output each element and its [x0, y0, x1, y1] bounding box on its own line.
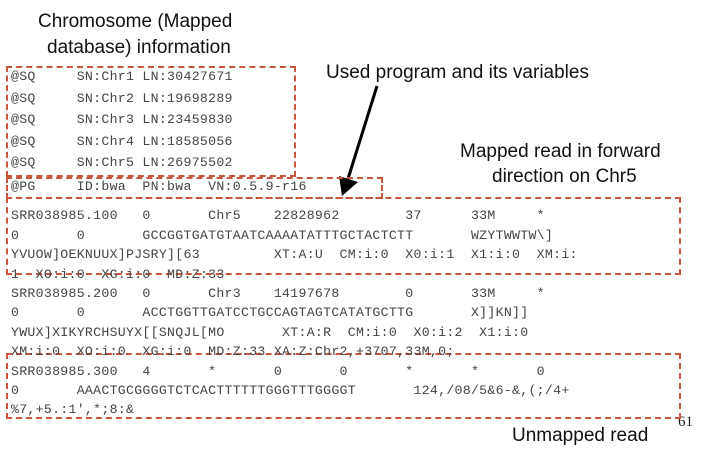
read-line: SRR038985.100 0 Chr5 22828962 37 33M * — [11, 208, 545, 224]
annotation-used-program: Used program and its variables — [326, 62, 589, 83]
mapped-read-box — [6, 197, 681, 275]
pg-line: @PG ID:bwa PN:bwa VN:0.5.9-r16 — [11, 179, 307, 194]
read-line: 0 0 GCCGGTGATGTAATCAAAATATTTGCTACTCTT WZ… — [11, 227, 554, 243]
read-line: XM:i:0 XO:i:0 XG:i:0 MD:Z:33 XA:Z:Chr2,+… — [11, 344, 455, 360]
sq-line: @SQ SN:Chr3 LN:23459830 — [11, 112, 233, 128]
read-line: 0 AAACTGCGGGGTCTCACTTTTTTGGGTTTGGGGT 124… — [11, 383, 570, 398]
read-line: SRR038985.300 4 * 0 0 * * 0 — [11, 363, 545, 379]
sq-line: @SQ SN:Chr2 LN:19698289 — [11, 90, 233, 106]
sq-header-box — [6, 66, 296, 177]
read-line: %7,+5.:1',*;8:& — [11, 402, 135, 418]
annotation-chromosome-info-line2: database) information — [47, 37, 231, 58]
read-line: 1 XO:i:0 XG:i:0 MD:Z:33 — [11, 266, 225, 282]
annotation-chromosome-info-line1: Chromosome (Mapped — [38, 11, 233, 32]
arrow-icon — [339, 85, 379, 196]
read-line: 0 0 ACCTGGTTGATCCTGCCAGTAGTCATATGCTTG X]… — [11, 305, 529, 321]
read-line: SRR038985.200 0 Chr3 14197678 0 33M * — [11, 286, 545, 301]
read-line: YWUX]XIKYRCHSUYX[[SNQJL[MO XT:A:R CM:i:0… — [11, 324, 529, 340]
annotation-mapped-read-line2: direction on Chr5 — [492, 166, 637, 187]
unmapped-read-box — [6, 353, 681, 419]
sq-line: @SQ SN:Chr4 LN:18585056 — [11, 133, 233, 149]
annotation-unmapped-read: Unmapped read — [512, 425, 649, 446]
sq-line: @SQ SN:Chr1 LN:30427671 — [11, 69, 233, 84]
annotation-mapped-read-line1: Mapped read in forward — [460, 141, 661, 162]
sq-line: @SQ SN:Chr5 LN:26975502 — [11, 155, 233, 171]
read-line: YVUOW]OEKNUUX]PJSRY][63 XT:A:U CM:i:0 X0… — [11, 247, 578, 263]
page-number: 61 — [678, 414, 693, 430]
